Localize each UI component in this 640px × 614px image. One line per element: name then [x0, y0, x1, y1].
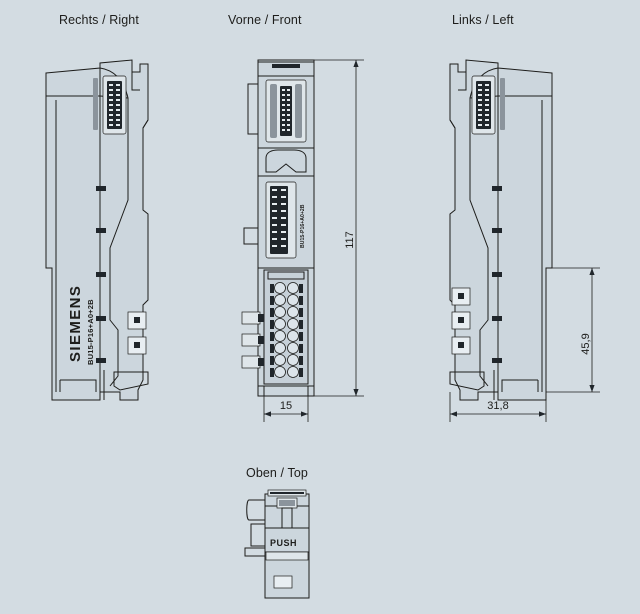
part-number-label-right: BU15-P16+A0+2B [86, 299, 95, 365]
view-title-left: Links / Left [452, 13, 514, 27]
view-title-top: Oben / Top [246, 466, 308, 480]
terminal-contacts [274, 282, 299, 378]
left-view-bottom-latch [449, 370, 539, 400]
front-connector-part-number: BU15-P16+A0+2B [300, 204, 306, 248]
right-view-top-connector [93, 75, 127, 135]
left-view-notches [492, 186, 502, 363]
view-title-right: Rechts / Right [59, 13, 139, 27]
right-view-bottom-latch [59, 370, 149, 400]
terminal-slots [270, 284, 303, 377]
push-label: PUSH [270, 538, 297, 548]
front-top-connector [265, 79, 307, 143]
front-terminal-block [241, 269, 309, 385]
dimension-value-117: 117 [344, 231, 356, 249]
dimension-depth-31-8: 31,8 [449, 392, 547, 422]
front-lower-connector: BU15-P16+A0+2B [265, 181, 306, 259]
view-title-front: Vorne / Front [228, 13, 302, 27]
dimension-value-45-9: 45,9 [580, 333, 592, 354]
dimension-value-15: 15 [280, 400, 292, 412]
dimension-height-45-9: 45,9 [546, 267, 600, 393]
right-view-notches [96, 186, 106, 363]
left-view-top-connector [471, 75, 505, 135]
right-view-contact-windows [127, 311, 147, 355]
front-bottom-foot [263, 386, 309, 397]
brand-label-right: SIEMENS [67, 285, 84, 362]
dimension-value-31-8: 31,8 [487, 400, 508, 412]
front-top-strip [272, 64, 300, 68]
top-view-outline [244, 489, 310, 599]
dimension-height-117: 117 [308, 59, 364, 397]
front-latch-shape [265, 149, 307, 173]
left-view-contact-windows [451, 287, 471, 355]
dimension-width-15: 15 [263, 396, 309, 422]
